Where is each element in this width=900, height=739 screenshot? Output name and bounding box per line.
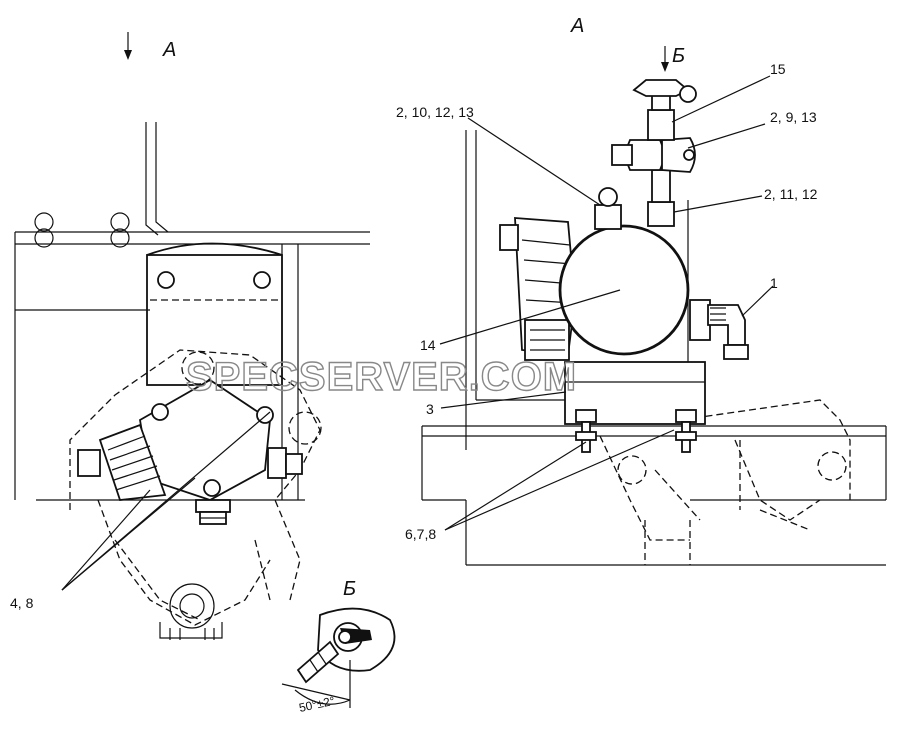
callout-2-9-13: 2, 9, 13 [770, 109, 817, 125]
frame-rail-right [421, 425, 887, 566]
leader-4-8 [61, 411, 271, 591]
finned-cover-right [499, 217, 576, 361]
dryer-cartridge-14 [558, 224, 690, 356]
watermark: SPECSERVER.COM [186, 355, 577, 399]
callout-3: 3 [426, 401, 434, 417]
callout-15: 15 [770, 61, 786, 77]
left-view: A [10, 32, 370, 640]
leaders-right [439, 75, 774, 531]
elbow-fitting-1 [689, 299, 749, 360]
bracket-rod [145, 122, 169, 236]
mount-bolts [575, 409, 697, 453]
view-arrow-b-label: Б [672, 45, 685, 67]
callout-2-11-12: 2, 11, 12 [764, 186, 818, 202]
top-valve-assembly [594, 79, 697, 230]
detail-b-title: Б [343, 578, 356, 600]
callout-14: 14 [420, 337, 436, 353]
callout-4-8: 4, 8 [10, 595, 34, 611]
view-arrow-a [124, 32, 132, 60]
detail-b: Б 50°±2° [281, 578, 396, 715]
view-arrow-a-label: A [162, 39, 176, 61]
callout-2-10-12-13: 2, 10, 12, 13 [396, 104, 474, 120]
right-view: A Б [396, 15, 887, 566]
mounting-plate-hidden [69, 349, 322, 640]
air-dryer-left [77, 378, 303, 525]
view-arrow-b [661, 46, 669, 72]
right-view-title: A [570, 15, 584, 37]
angle-dimension: 50°±2° [298, 694, 337, 715]
frame-member [465, 130, 560, 450]
callout-6-7-8: 6,7,8 [405, 526, 436, 542]
callout-1: 1 [770, 275, 778, 291]
